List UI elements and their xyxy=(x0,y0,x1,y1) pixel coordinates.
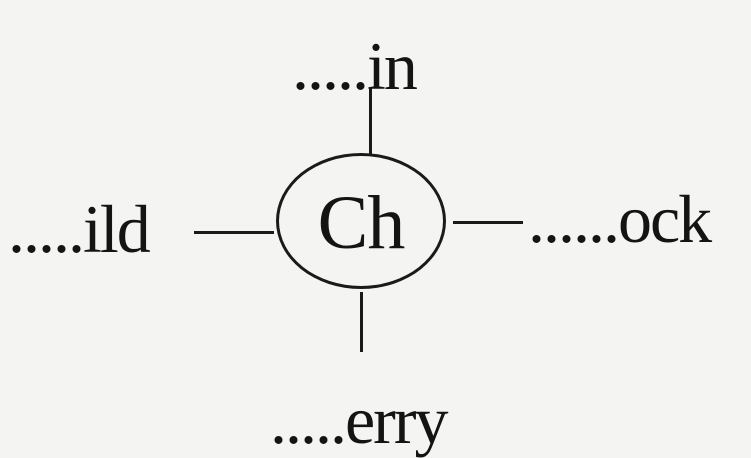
center-ellipse: Ch xyxy=(276,153,446,289)
word-right: ......ock xyxy=(528,181,712,257)
center-letters: Ch xyxy=(317,181,406,265)
connector-top-line xyxy=(369,88,372,154)
word-left: .....ild xyxy=(8,191,151,267)
word-bottom: .....erry xyxy=(270,382,448,458)
connector-bottom-line xyxy=(360,292,363,352)
word-top: .....in xyxy=(292,28,418,104)
connector-left-line xyxy=(194,231,274,234)
connector-right-line xyxy=(453,221,523,224)
